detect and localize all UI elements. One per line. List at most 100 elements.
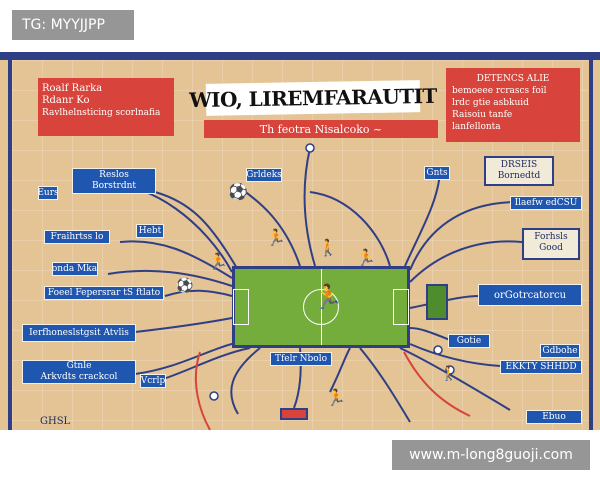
label-text: Vcrlp (140, 375, 166, 386)
poster-frame-right (589, 60, 593, 430)
label-box: EKKTY SHHDD (500, 360, 582, 374)
poster-title: WIO, LIREMFARAUTIT (189, 80, 437, 116)
connector (404, 171, 441, 267)
label-box: Sonda Mkatt (52, 262, 98, 276)
connector-node (209, 391, 219, 401)
watermark-badge-bottom: www.m-long8guoji.com (392, 440, 590, 470)
label-text: Fraihrtss lo (50, 231, 104, 242)
label-text: Gdbohe (542, 345, 578, 356)
label-box: Gnts (424, 166, 450, 180)
label-box: Ebuo (526, 410, 582, 424)
connector (303, 147, 316, 267)
player-icon: 🏃 (356, 248, 376, 267)
label-text: Reslos (99, 170, 129, 180)
connector (107, 269, 233, 287)
connector (164, 289, 233, 297)
info-box-line: Raisoiu tanfe (452, 110, 513, 120)
label-text: Gnts (426, 167, 448, 178)
label-text: orGotrcatorcu (493, 289, 567, 301)
label-text: Tfelr Nbolo (274, 353, 328, 364)
note-text: Bornedtd (497, 171, 541, 181)
label-box: Tfelr Nbolo (270, 352, 332, 366)
label-text: Ierfhoneslstgsit Atvlis (29, 327, 129, 338)
label-box: Ilaefw edCSU (510, 196, 582, 210)
label-text: Sonda Mkatt (52, 263, 98, 274)
label-box: Gdbohe (540, 344, 580, 358)
player-icon: 🏃 (313, 283, 343, 311)
player-icon: 🚶 (440, 366, 458, 382)
label-text: Hebt (138, 225, 162, 236)
label-box: Foeel Fepersrar tS ftlato (44, 286, 164, 300)
connector (119, 240, 233, 279)
note-text: Good (539, 243, 563, 253)
info-box-top-right: DETENCS ALIE bemoeee rcrascs foil lrdc g… (446, 68, 580, 142)
connector-node (433, 345, 443, 355)
pitch-left-box (233, 289, 249, 325)
label-box: orGotrcatorcu (478, 284, 582, 306)
pitch-center-circle (303, 289, 339, 325)
note-box: DRSEIS Bornedtd (484, 156, 554, 186)
label-box: Gtnle Arkvdts crackcol (22, 360, 136, 384)
info-box-top-left: Roalf Rarka Rdanr Ko Ravlhelnsticing sco… (38, 78, 174, 136)
info-box-line: lanfellonta (452, 122, 501, 132)
connector (409, 295, 481, 309)
connector (399, 347, 511, 411)
info-box-line: Ravlhelnsticing scorlnafia (42, 108, 161, 118)
connector (154, 191, 239, 271)
connector (409, 343, 501, 367)
connector (409, 240, 523, 283)
connector (165, 347, 251, 379)
label-text: Arkvdts crackcol (40, 372, 118, 382)
player-icon: 🏃 (208, 252, 228, 271)
info-box-line: Roalf Rarka (42, 83, 103, 94)
red-marker (280, 408, 308, 420)
connector-node (445, 365, 455, 375)
connector (409, 201, 519, 271)
soccer-ball-icon: ⚽ (176, 278, 194, 294)
note-text: Forhsls (534, 232, 568, 242)
poster: Roalf Rarka Rdanr Ko Ravlhelnsticing sco… (0, 52, 600, 430)
football-pitch: 🏃 (232, 266, 410, 348)
label-text: Gotie (456, 335, 482, 346)
label-text: Gtnle (66, 361, 92, 371)
soccer-ball-icon: ⚽ (228, 182, 248, 201)
label-box: Hebt (136, 224, 164, 238)
poster-frame-top (0, 52, 600, 60)
label-text: Grldeks (246, 169, 282, 180)
label-text: Foeel Fepersrar tS ftlato (47, 287, 161, 298)
connector-node (233, 183, 243, 193)
info-box-line: bemoeee rcrascs foil (452, 86, 547, 96)
watermark-badge-top: TG: MYYJJPP (12, 10, 134, 40)
pitch-right-box (393, 289, 409, 325)
label-text: Ebuo (542, 411, 566, 422)
label-text: EKKTY SHHDD (505, 361, 577, 372)
connector (409, 327, 451, 341)
label-box: Fraihrtss lo (44, 230, 110, 244)
connector-red (403, 351, 471, 417)
coach-box: Forhsls Good (522, 228, 580, 260)
label-box: Vcrlp (140, 374, 166, 388)
bottom-left-text: GHSL (40, 416, 71, 427)
connector (230, 347, 261, 415)
label-box: Ierfhoneslstgsit Atvlis (22, 324, 136, 342)
label-box: Gotie (448, 334, 490, 348)
connector (239, 187, 301, 267)
label-box: Eurs (38, 186, 58, 200)
connector-red (194, 351, 211, 430)
connector (329, 347, 351, 393)
connector (134, 317, 233, 333)
player-icon: 🏃 (326, 388, 346, 407)
poster-subtitle: Th feotra Nisalcoko ~ (204, 120, 438, 138)
label-box: Grldeks (246, 168, 282, 182)
connector-node (178, 278, 190, 290)
poster-frame-left (8, 60, 12, 430)
label-text: Ilaefw edCSU (514, 197, 578, 208)
info-box-line: DETENCS ALIE (476, 74, 550, 84)
label-text: Borstrdnt (91, 181, 137, 191)
connector-node (305, 143, 315, 153)
player-icon: 🏃 (266, 228, 286, 247)
label-box: Reslos Borstrdnt (72, 168, 156, 194)
goal-post (426, 284, 448, 320)
note-text: DRSEIS (500, 160, 538, 170)
connector (309, 191, 391, 267)
